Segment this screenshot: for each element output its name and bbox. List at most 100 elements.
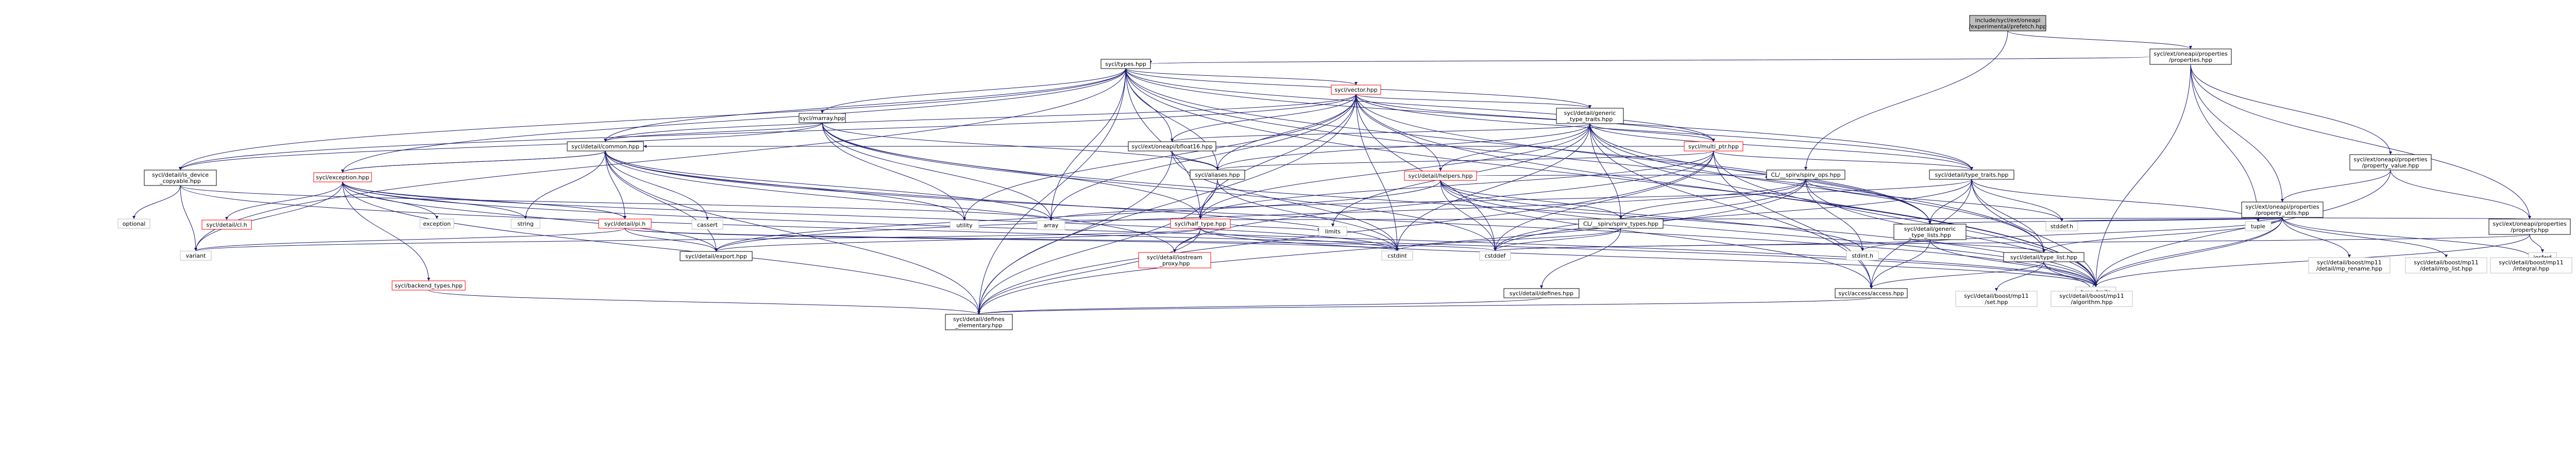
- node-types[interactable]: sycl/types.hpp: [1100, 59, 1151, 69]
- edge-half_type-to-variant: [195, 228, 1201, 251]
- edge-types-to-array: [1050, 68, 1126, 221]
- arrow-head: [1049, 217, 1053, 221]
- node-box: [1037, 220, 1065, 230]
- arrow-head: [2189, 46, 2192, 49]
- node-spirv_ops[interactable]: CL/__spirv/spirv_ops.hpp: [1766, 170, 1845, 180]
- node-label: exception: [423, 221, 451, 227]
- arrow-head: [2541, 249, 2544, 252]
- edge-type_list-to-mp11_set: [1996, 261, 2044, 292]
- node-box: [1893, 224, 1967, 240]
- edge-spirv_ops-to-stddef_h: [1805, 179, 2062, 222]
- node-label: array: [1044, 222, 1059, 229]
- edge-vector-to-multi_ptr: [1355, 94, 1714, 142]
- edge-generic_type_traits-to-half_type: [1200, 123, 1590, 220]
- node-spirv_types[interactable]: CL/__spirv/spirv_types.hpp: [1578, 218, 1664, 229]
- arrow-head: [2348, 255, 2351, 258]
- edge-types-to-is_device_copyable: [180, 68, 1126, 171]
- node-marray[interactable]: sycl/marray.hpp: [799, 113, 846, 123]
- node-detail_type_traits[interactable]: sycl/detail/type_traits.hpp: [1929, 170, 2014, 180]
- node-box: [950, 220, 979, 230]
- node-property_hpp[interactable]: sycl/ext/oneapi/properties/property.hpp: [2488, 218, 2571, 235]
- node-generic_type_traits[interactable]: sycl/detail/generic_type_traits.hpp: [1556, 108, 1624, 124]
- node-label: CL/__spirv/spirv_types.hpp: [1583, 221, 1658, 227]
- node-backend_types[interactable]: sycl/backend_types.hpp: [392, 280, 466, 291]
- node-box: [392, 280, 466, 291]
- node-properties[interactable]: sycl/ext/oneapi/properties/properties.hp…: [2149, 48, 2232, 65]
- edge-marray-to-cstddef: [822, 122, 1496, 251]
- edge-common-to-cstdint: [605, 150, 1398, 251]
- node-multi_ptr[interactable]: sycl/multi_ptr.hpp: [1684, 141, 1743, 151]
- edge-pi_h-to-variant: [195, 228, 625, 251]
- node-box: [2308, 257, 2391, 274]
- node-is_device_copyable[interactable]: sycl/detail/is_device_copyable.hpp: [144, 170, 217, 186]
- node-defines[interactable]: sycl/detail/defines.hpp: [1503, 288, 1580, 298]
- node-vector[interactable]: sycl/vector.hpp: [1331, 85, 1381, 95]
- node-box: [2149, 48, 2232, 65]
- edge-type_list-to-mp11_algorithm: [2043, 261, 2092, 292]
- node-aliases[interactable]: sycl/aliases.hpp: [1190, 170, 1245, 180]
- edge-exception-to-export: [342, 181, 717, 252]
- node-access[interactable]: sycl/access/access.hpp: [1835, 288, 1908, 298]
- node-defines_elementary[interactable]: sycl/detail/defines_elementary.hpp: [945, 314, 1013, 330]
- edge-property_utils-to-mp11_detail_mp_list: [2282, 217, 2447, 258]
- node-generic_type_lists[interactable]: sycl/detail/generic_type_lists.hpp: [1893, 224, 1967, 240]
- node-label: sycl/backend_types.hpp: [395, 282, 463, 289]
- node-box: [1766, 170, 1845, 180]
- node-optional: optional: [117, 218, 150, 229]
- node-box: [2045, 221, 2078, 231]
- arrow-head: [1354, 82, 1358, 85]
- arrow-head: [341, 170, 344, 173]
- node-box: [2050, 291, 2133, 307]
- node-bfloat16[interactable]: sycl/ext/oneapi/bfloat16.hpp: [1128, 141, 1216, 151]
- arrow-head: [1439, 168, 1442, 171]
- node-iostream_proxy[interactable]: sycl/detail/iostream_proxy.hpp: [1138, 252, 1211, 268]
- node-property_value[interactable]: sycl/ext/oneapi/properties/property_valu…: [2349, 154, 2432, 171]
- edge-detail_type_traits-to-stddef_h: [1971, 179, 2062, 222]
- edge-common-to-defines_elementary: [605, 150, 979, 315]
- arrow-head: [977, 311, 980, 314]
- edge-generic_type_lists-to-type_traits: [1929, 239, 2096, 288]
- node-box: [117, 218, 150, 229]
- node-label: _proxy.hpp: [1159, 260, 1190, 267]
- node-cassert: cassert: [691, 220, 723, 230]
- node-box: [1684, 141, 1743, 151]
- edge-types-to-defines_elementary: [978, 68, 1126, 315]
- node-box: [2405, 257, 2487, 274]
- edge-property_hpp-to-cstddef: [1495, 234, 2530, 251]
- edge-backend_types-to-defines_elementary: [428, 290, 979, 315]
- edge-spirv_ops-to-spirv_types: [1620, 179, 1806, 220]
- edge-helpers-to-export: [716, 180, 1441, 252]
- node-common[interactable]: sycl/detail/common.hpp: [567, 141, 644, 151]
- node-box: [691, 220, 723, 230]
- arrow-head: [2060, 218, 2063, 222]
- node-box: [2488, 218, 2571, 235]
- node-box: [2245, 221, 2272, 231]
- node-label: variant: [186, 252, 207, 259]
- edge-common-to-array: [605, 150, 1052, 221]
- node-label: tuple: [2251, 223, 2265, 230]
- node-cl_h[interactable]: sycl/detail/cl.h: [201, 220, 252, 230]
- node-label: CL/__spirv/spirv_ops.hpp: [1771, 172, 1840, 178]
- node-export[interactable]: sycl/detail/export.hpp: [680, 251, 753, 261]
- arrow-head: [1928, 221, 1931, 224]
- node-helpers[interactable]: sycl/detail/helpers.hpp: [1404, 171, 1477, 181]
- node-label: sycl/multi_ptr.hpp: [1688, 143, 1739, 150]
- node-pi_h[interactable]: sycl/detail/pi.h: [598, 218, 652, 229]
- node-half_type[interactable]: sycl/half_type.hpp: [1170, 218, 1231, 229]
- node-exception[interactable]: sycl/exception.hpp: [313, 172, 372, 182]
- edge-generic_type_traits-to-detail_type_traits: [1589, 123, 1972, 171]
- node-box: [144, 170, 217, 186]
- edge-half_type-to-cstdint: [1200, 228, 1398, 251]
- edge-vector-to-aliases: [1217, 94, 1357, 171]
- node-type_list[interactable]: sycl/detail/type_list.hpp: [2003, 252, 2084, 262]
- edge-common-to-export: [605, 150, 717, 252]
- edge-properties-to-property_value: [2190, 64, 2391, 155]
- node-prefetch[interactable]: include/sycl/ext/oneapi/experimental/pre…: [1969, 15, 2047, 31]
- node-label: sycl/detail/cl.h: [206, 222, 247, 228]
- node-property_utils[interactable]: sycl/ext/oneapi/properties/property_util…: [2241, 201, 2324, 218]
- node-box: [1556, 108, 1624, 124]
- node-label: cassert: [697, 222, 718, 228]
- node-mp11_set: sycl/detail/boost/mp11/set.hpp: [1955, 291, 2038, 307]
- edge-properties-to-property_utils: [2190, 64, 2283, 203]
- edge-is_device_copyable-to-array: [180, 185, 1052, 221]
